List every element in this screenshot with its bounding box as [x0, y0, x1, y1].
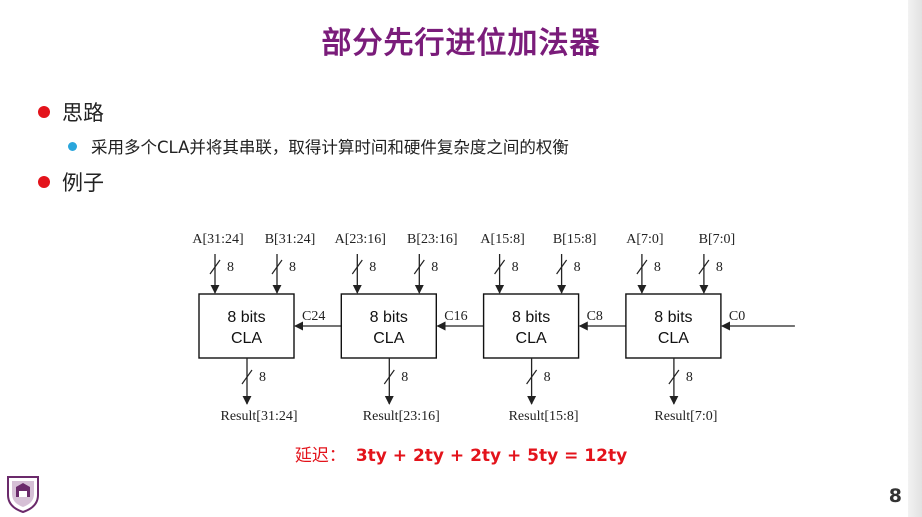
- bus-slash: [636, 259, 648, 275]
- result-label: Result[31:24]: [221, 409, 298, 424]
- bus-width-label: 8: [574, 260, 581, 275]
- delay-summary: 延迟： 3ty + 2ty + 2ty + 5ty = 12ty: [0, 441, 922, 466]
- cla-block: [625, 293, 722, 359]
- bus-slash: [209, 259, 221, 275]
- right-edge-stripe: [908, 0, 922, 517]
- cla-block: [340, 293, 437, 359]
- bullet-text: 采用多个CLA并将其串联，取得计算时间和硬件复杂度之间的权衡: [91, 138, 569, 157]
- delay-formula: 3ty + 2ty + 2ty + 5ty = 12ty: [355, 446, 628, 466]
- bus-slash: [494, 259, 506, 275]
- bullet-text: 例子: [62, 171, 104, 195]
- bus-width-label: 8: [686, 370, 693, 385]
- bus-width-label: 8: [401, 370, 408, 385]
- result-label: Result[15:8]: [509, 409, 579, 424]
- bus-width-label: 8: [512, 260, 519, 275]
- cla-block-width: 8 bits: [512, 309, 550, 326]
- carry-label: C24: [302, 309, 325, 324]
- bus-slash: [271, 259, 283, 275]
- page-number: 8: [888, 485, 902, 507]
- input-b-label: B[31:24]: [265, 232, 316, 247]
- cla-block-name: CLA: [516, 330, 547, 347]
- bus-slash: [413, 259, 425, 275]
- cla-block: [198, 293, 295, 359]
- red-bullet-icon: [38, 106, 50, 118]
- result-label: Result[23:16]: [363, 409, 440, 424]
- cla-block-width: 8 bits: [370, 309, 408, 326]
- carry-label: C0: [729, 309, 745, 324]
- bus-slash: [383, 369, 395, 385]
- slide-title: 部分先行进位加法器: [321, 26, 601, 61]
- blue-bullet-icon: [68, 141, 77, 151]
- input-a-label: A[23:16]: [335, 232, 386, 247]
- cla-block-name: CLA: [231, 330, 262, 347]
- bullet-text: 思路: [62, 101, 104, 125]
- input-a-label: A[7:0]: [626, 232, 663, 247]
- bus-width-label: 8: [369, 260, 376, 275]
- input-a-label: A[15:8]: [480, 232, 524, 247]
- bus-width-label: 8: [544, 370, 551, 385]
- cla-block-name: CLA: [373, 330, 404, 347]
- result-label: Result[7:0]: [654, 409, 717, 424]
- input-b-label: B[23:16]: [407, 232, 458, 247]
- cla-block-width: 8 bits: [654, 309, 692, 326]
- bus-width-label: 8: [654, 260, 661, 275]
- input-a-label: A[31:24]: [192, 232, 243, 247]
- bus-width-label: 8: [716, 260, 723, 275]
- carry-label: C16: [444, 309, 467, 324]
- bus-slash: [668, 369, 680, 385]
- bus-slash: [351, 259, 363, 275]
- bus-slash: [556, 259, 568, 275]
- university-crest-icon: [7, 476, 39, 513]
- bus-slash: [698, 259, 710, 275]
- bus-width-label: 8: [289, 260, 296, 275]
- cla-block: [482, 293, 580, 359]
- bus-slash: [241, 369, 253, 385]
- cla-block-name: CLA: [658, 330, 689, 347]
- carry-label: C8: [587, 309, 603, 324]
- bus-width-label: 8: [227, 260, 234, 275]
- bullet-idea: 思路: [38, 97, 104, 127]
- input-b-label: B[15:8]: [553, 232, 597, 247]
- bus-width-label: 8: [259, 370, 266, 385]
- cla-block-width: 8 bits: [227, 309, 265, 326]
- bullet-example: 例子: [38, 167, 104, 197]
- red-bullet-icon: [38, 176, 50, 188]
- input-b-label: B[7:0]: [699, 232, 736, 247]
- bullet-idea-detail: 采用多个CLA并将其串联，取得计算时间和硬件复杂度之间的权衡: [68, 134, 569, 158]
- bus-width-label: 8: [431, 260, 438, 275]
- bus-slash: [526, 369, 538, 385]
- delay-label: 延迟：: [294, 446, 346, 466]
